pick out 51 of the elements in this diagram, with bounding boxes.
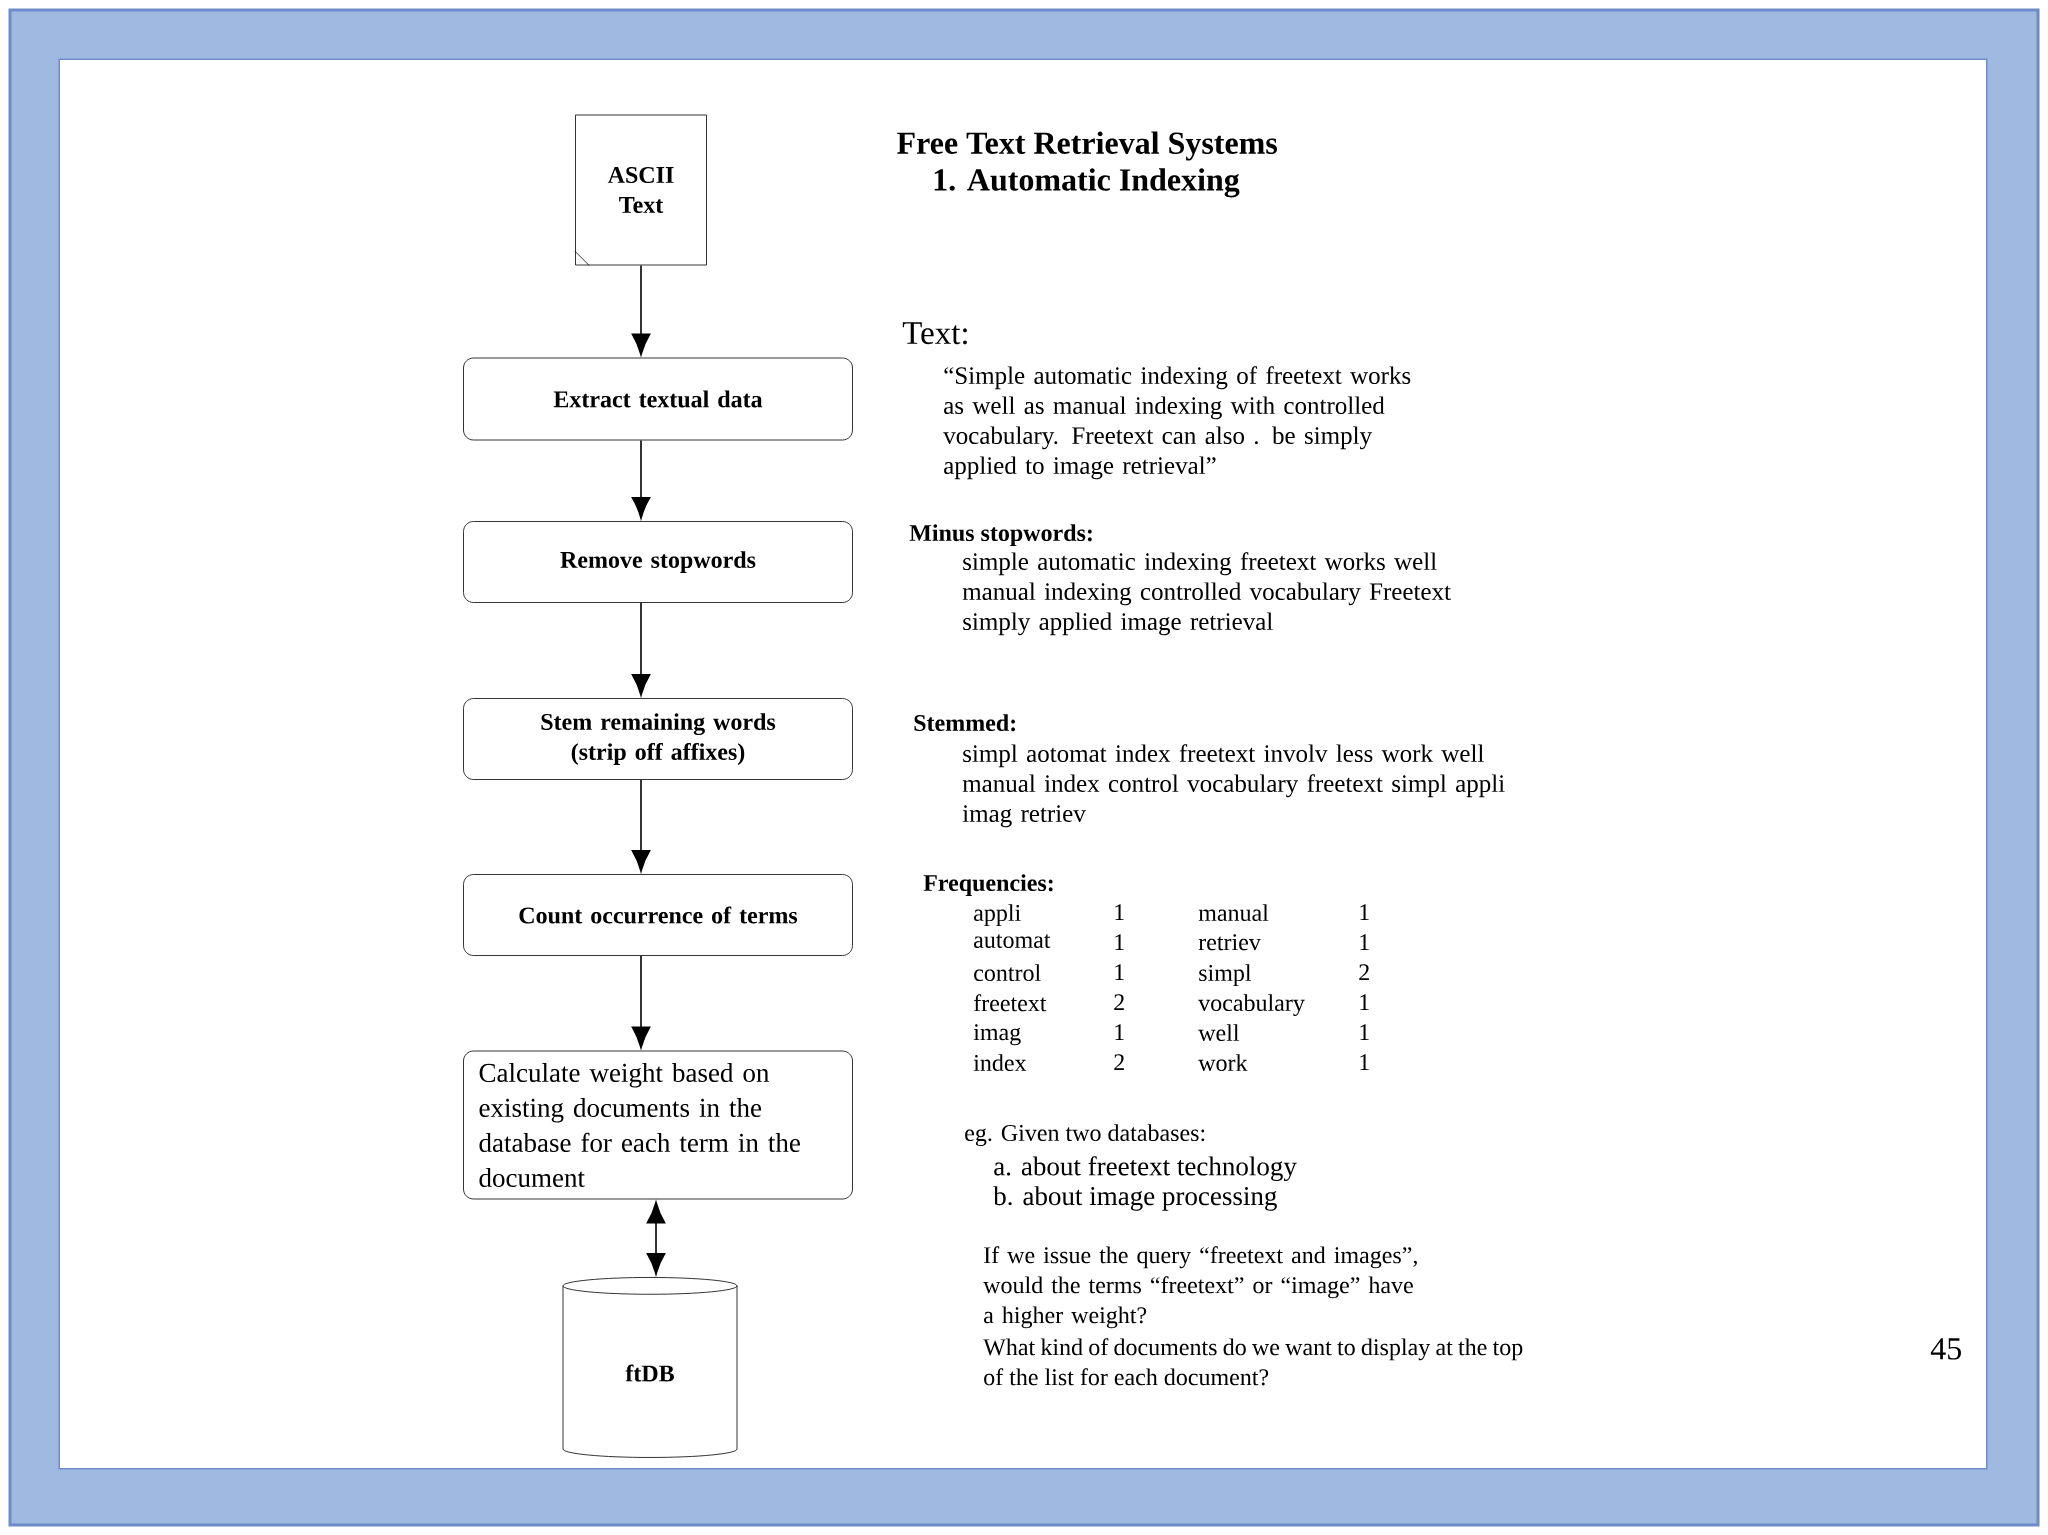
table-cell: vocabulary: [1198, 994, 1305, 1017]
section-heading: Stemmed:: [914, 714, 1016, 732]
page-number: 45: [1930, 1338, 1961, 1360]
subtitle: 1. Automatic Indexing: [934, 168, 1240, 198]
table-cell: simpl: [1199, 964, 1252, 986]
list-item: a. about freetext technology: [994, 1156, 1297, 1182]
table-cell: 1: [1115, 1024, 1124, 1041]
table-cell: freetext: [973, 994, 1047, 1012]
process-box: Count occurrence of terms: [463, 874, 853, 956]
question-text: What kind of documents do we want to display at the top of the list for each document?: [983, 1338, 1523, 1386]
process-box: Stem remaining words (strip off affixes): [463, 698, 853, 780]
paragraph: simpl aotomat index freetext involv less work well manual index control vocabulary freetext simpl appli imag retriev: [962, 744, 1505, 828]
table-cell: 1: [1360, 904, 1369, 921]
table-cell: 1: [1115, 964, 1124, 981]
table-cell: work: [1198, 1054, 1248, 1072]
table-cell: 1: [1360, 1024, 1369, 1041]
paragraph: simple automatic indexing freetext works well manual indexing controlled vocabulary Freetext simply applied image retrieval: [962, 552, 1451, 636]
title: Free Text Retrieval Systems: [897, 131, 1277, 161]
section-heading: Frequencies:: [923, 874, 1053, 896]
arrow: [631, 779, 651, 872]
table-cell: 1: [1115, 934, 1124, 951]
process-box: Calculate weight based on existing documents in the database for each term in the document: [463, 1050, 853, 1200]
question-text: If we issue the query “freetext and images”, would the terms “freetext” or “image” have a higher weight?: [983, 1246, 1417, 1329]
section-heading: Text:: [902, 322, 967, 345]
list-item: b. about image processing: [993, 1186, 1277, 1211]
table-cell: well: [1198, 1024, 1240, 1042]
arrow: [631, 955, 651, 1049]
table-cell: 1: [1360, 994, 1369, 1011]
note-text: eg. Given two databases:: [965, 1124, 1205, 1147]
table-cell: 1: [1360, 934, 1369, 951]
table-cell: index: [973, 1054, 1027, 1072]
table-cell: 2: [1114, 994, 1124, 1011]
table-cell: 1: [1115, 904, 1124, 921]
table-cell: appli: [974, 904, 1021, 926]
arrow: [646, 1201, 666, 1275]
table-cell: manual: [1198, 904, 1269, 922]
table-cell: 2: [1359, 964, 1369, 981]
table-cell: 1: [1360, 1054, 1369, 1071]
table-cell: control: [974, 964, 1041, 982]
arrow: [631, 602, 651, 696]
table-cell: automat: [974, 934, 1051, 948]
table-cell: retriev: [1198, 934, 1261, 951]
arrow: [631, 264, 651, 356]
arrow: [631, 439, 651, 519]
process-box: Extract textual data: [463, 357, 853, 441]
database-cylinder: ftDB: [562, 1277, 738, 1458]
table-cell: imag: [973, 1024, 1021, 1046]
quote-text: “Simple automatic indexing of freetext works as well as manual indexing with controlled vocabulary. Freetext can also . be simply applied to image retrieval”: [943, 366, 1411, 480]
section-heading: Minus stopwords:: [909, 524, 1092, 546]
process-box: Remove stopwords: [463, 521, 853, 603]
table-cell: 2: [1114, 1054, 1124, 1071]
